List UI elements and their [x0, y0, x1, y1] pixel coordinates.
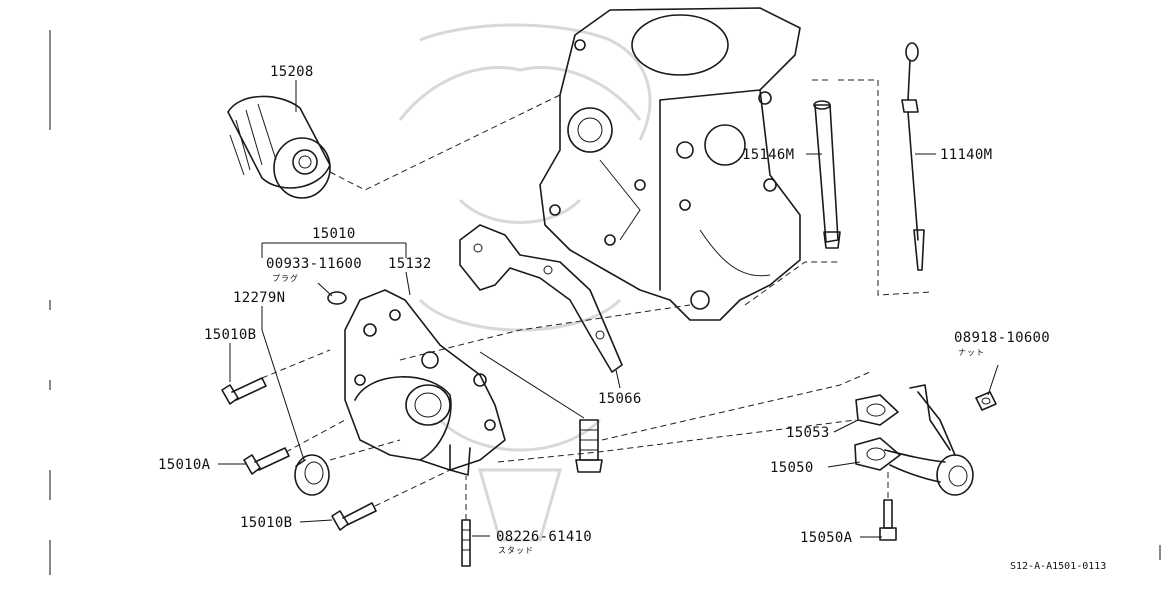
stud	[461, 519, 471, 567]
oil-pump	[327, 289, 506, 476]
label-oil-seal: 12279N	[233, 290, 285, 306]
margin-marks	[49, 30, 1161, 575]
bolt-15010a	[243, 447, 290, 475]
diagram-reference-code: S12-A-A1501-0113	[1010, 561, 1106, 572]
label-stud-jp: スタッド	[498, 546, 534, 555]
label-bolt-15050a: 15050A	[800, 530, 853, 546]
engine-block	[539, 7, 801, 321]
label-nut: 08918-10600	[954, 330, 1050, 346]
bolt-15050a	[879, 499, 897, 541]
strainer-gasket	[855, 394, 899, 426]
label-dipstick: 11140M	[940, 147, 992, 163]
oil-strainer	[854, 384, 974, 496]
pump-fitting	[575, 419, 603, 473]
label-oil-seal-pump: 15132	[388, 256, 432, 272]
pump-gasket	[459, 224, 623, 373]
bolt-15010b-upper	[221, 377, 267, 405]
label-nut-jp: ナット	[958, 348, 985, 357]
bolt-15010b-lower	[331, 502, 377, 531]
nut	[975, 391, 997, 411]
label-pump-gasket: 15066	[598, 391, 642, 407]
dipstick-guide	[813, 100, 841, 249]
label-bolt-15010a: 15010A	[158, 457, 211, 473]
label-bolt-15010b-upper: 15010B	[204, 327, 256, 343]
assembly-lines	[261, 79, 933, 520]
label-plug: 00933-11600	[266, 256, 362, 272]
dipstick	[901, 42, 925, 271]
label-plug-jp: プラグ	[272, 273, 299, 283]
watermark-emblem	[398, 23, 652, 542]
label-dipstick-guide: 15146M	[742, 147, 794, 163]
oil-seal	[294, 454, 330, 496]
oil-filter	[227, 80, 331, 199]
leader-lines	[218, 153, 999, 538]
label-oil-pump-assy: 15010	[312, 226, 356, 242]
label-bolt-15010b-lower: 15010B	[240, 515, 292, 531]
label-oil-filter: 15208	[270, 64, 314, 80]
label-stud: 08226-61410	[496, 529, 592, 545]
label-strainer: 15050	[770, 460, 814, 476]
label-strainer-gasket: 15053	[786, 425, 830, 441]
